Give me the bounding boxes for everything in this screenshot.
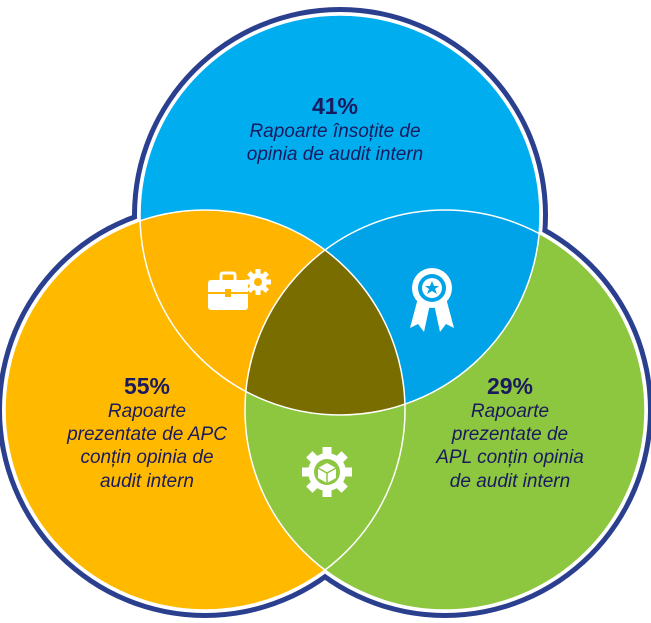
top-circle-label: 41% Rapoarte însoțite de opinia de audit… [200,92,470,166]
package-gear-icon [302,447,352,497]
right-circle-label: 29% Rapoarte prezentate de APL conțin op… [380,372,640,493]
center-overlap [245,210,405,415]
award-ribbon-icon [410,268,454,332]
top-percent: 41% [311,93,359,119]
venn-divider-lines [4,14,646,611]
top-text-line-1: Rapoarte însoțite de [249,121,421,143]
right-text-line-3: APL conțin opinia [436,447,584,469]
left-text-line-1: Rapoarte [107,401,187,423]
top-text-line-2: opinia de audit intern [246,144,424,166]
left-percent: 55% [123,373,171,399]
left-text-line-4: audit intern [99,470,194,492]
right-text-line-4: de audit intern [449,470,571,492]
left-text-line-2: prezentate de APC [67,424,227,446]
left-text-line-3: conțin opinia de [80,447,214,469]
left-circle-label: 55% Rapoarte prezentate de APC conțin op… [22,372,272,493]
briefcase-gear-icon [208,269,271,310]
right-text-line-2: prezentate de [451,424,569,446]
right-percent: 29% [486,373,534,399]
right-text-line-1: Rapoarte [470,401,550,423]
